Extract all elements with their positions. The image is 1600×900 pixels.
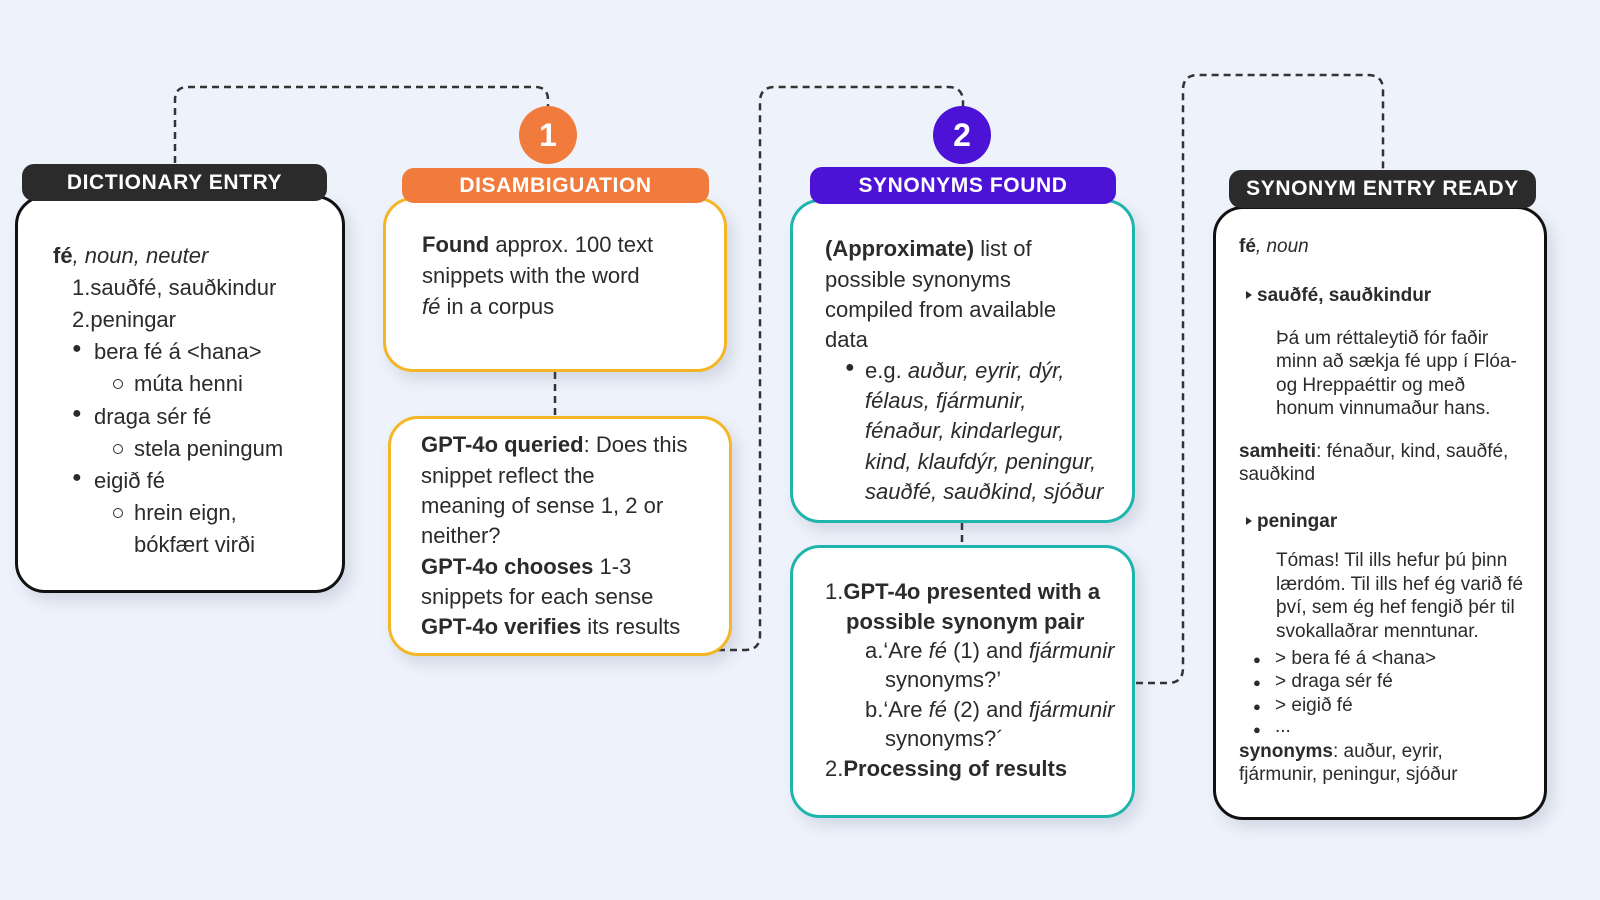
expand-triangle-icon: [1246, 517, 1252, 525]
entry-sense-1-label: sauðfé, sauðkindur: [1257, 285, 1432, 306]
disambiguation-header: DISAMBIGUATION: [402, 168, 709, 203]
disambiguation-choose-line-1: GPT-4o chooses 1-3: [421, 554, 632, 579]
synonyms-found-header: SYNONYMS FOUND: [810, 167, 1116, 204]
step-1-badge: 1: [519, 106, 577, 164]
entry-idiom-1: > bera fé á <hana>: [1275, 648, 1437, 669]
bullet-icon: ●: [1253, 722, 1261, 737]
synonyms-intro-line-3: compiled from available: [825, 297, 1057, 322]
entry-sense-2-label: peningar: [1257, 511, 1338, 532]
dictionary-idiom-1: bera fé á <hana>: [94, 339, 262, 364]
entry-samheiti-line-1: samheiti: fénaður, kind, sauðfé,: [1239, 441, 1509, 462]
process-step-1-line-1: 1.GPT-4o presented with a: [825, 579, 1101, 604]
bullet-icon: ●: [72, 340, 82, 357]
synonyms-example-line-3: fénaður, kindarlegur,: [865, 418, 1065, 443]
synonyms-example-line-5: sauðfé, sauðkind, sjóður: [865, 479, 1104, 504]
synonyms-example-line-1: e.g. auður, eyrir, dýr,: [865, 358, 1065, 383]
entry-sense-2-example-3: því, sem ég hef fengið þér til: [1276, 597, 1515, 618]
disambiguation-query-line-1: GPT-4o queried: Does this: [421, 432, 688, 457]
process-question-b: b.‘Are fé (2) and fjármunir: [865, 697, 1115, 722]
disambiguation-found-line-2: snippets with the word: [422, 263, 640, 288]
entry-sense-1-example-4: honum vinnumaður hans.: [1276, 398, 1491, 419]
sub-bullet-icon: [113, 444, 123, 454]
synonyms-example-line-2: félaus, fjármunir,: [865, 388, 1027, 413]
entry-samheiti-line-2: sauðkind: [1239, 464, 1316, 485]
bullet-icon: ●: [72, 405, 82, 422]
process-question-a-end: synonyms?’: [885, 667, 1002, 692]
synonyms-intro-line-4: data: [825, 327, 868, 352]
synonym-entry-header: SYNONYM ENTRY READY: [1229, 170, 1536, 208]
entry-idiom-3: > eigið fé: [1275, 695, 1353, 716]
dictionary-idiom-2-meaning: stela peningum: [134, 436, 284, 461]
sub-bullet-icon: [113, 379, 123, 389]
disambiguation-found-line-1: Found approx. 100 text: [422, 232, 654, 257]
disambiguation-query-line-2: snippet reflect the: [421, 463, 595, 488]
process-question-b-end: synonyms?´: [885, 726, 1004, 751]
synonyms-intro-line-1: (Approximate) list of: [825, 236, 1032, 261]
entry-sense-1-example-2: minn að sækja fé upp í Flóa-: [1276, 351, 1517, 372]
entry-idiom-4: ...: [1275, 716, 1291, 737]
process-step-2: 2.Processing of results: [825, 756, 1068, 781]
dictionary-idiom-1-meaning: múta henni: [134, 371, 243, 396]
bullet-icon: ●: [1253, 699, 1261, 714]
dictionary-entry-header: DICTIONARY ENTRY: [22, 164, 327, 201]
entry-idiom-2: > draga sér fé: [1275, 671, 1393, 692]
disambiguation-choose-line-2: snippets for each sense: [421, 584, 654, 609]
bullet-icon: ●: [1253, 652, 1261, 667]
dictionary-sense-1: 1.sauðfé, sauðkindur: [72, 275, 277, 300]
synonyms-intro-line-2: possible synonyms: [825, 267, 1011, 292]
bullet-icon: ●: [845, 359, 855, 376]
disambiguation-verify-line: GPT-4o verifies its results: [421, 614, 681, 639]
bullet-icon: ●: [1253, 675, 1261, 690]
dictionary-grammar: , noun, neuter: [72, 243, 209, 268]
entry-sense-1-example-1: Þá um réttaleytið fór faðir: [1276, 328, 1489, 349]
dictionary-idiom-3-meaning-1: hrein eign,: [134, 500, 237, 525]
dictionary-entry-box: [15, 195, 345, 593]
dictionary-headword-line: fé, noun, neuter: [53, 240, 208, 271]
dictionary-idiom-2: draga sér fé: [94, 404, 212, 429]
synonyms-list-box: [790, 199, 1135, 523]
entry-sense-2-example-2: lærdóm. Til ills hef ég varið fé: [1276, 574, 1524, 595]
expand-triangle-icon: [1246, 291, 1252, 299]
connector-dictionary-to-disambiguation: [173, 85, 550, 163]
connector-synonyms-to-entry: [1136, 73, 1385, 685]
disambiguation-found-line-3: fé in a corpus: [422, 294, 555, 319]
sub-bullet-icon: [113, 508, 123, 518]
entry-sense-1-example-3: og Hreppaéttir og með: [1276, 375, 1466, 396]
entry-sense-2-example-4: svokallaðrar menntunar.: [1276, 621, 1479, 642]
disambiguation-query-box: [388, 416, 732, 656]
synonyms-example-line-4: kind, klaufdýr, peningur,: [865, 449, 1097, 474]
dictionary-idiom-3: eigið fé: [94, 468, 165, 493]
synonym-entry-box: [1213, 206, 1547, 820]
bullet-icon: ●: [72, 469, 82, 486]
synonyms-process-box: [790, 545, 1135, 818]
entry-sense-2-example-1: Tómas! Til ills hefur þú þinn: [1276, 550, 1508, 571]
dictionary-idiom-3-meaning-2: bókfært virði: [134, 532, 256, 557]
dictionary-sense-2: 2.peningar: [72, 307, 176, 332]
process-step-1-line-2: possible synonym pair: [846, 609, 1085, 634]
dictionary-headword: fé: [53, 243, 73, 268]
entry-synonyms-line-2: fjármunir, peningur, sjóður: [1239, 764, 1458, 785]
process-question-a: a.‘Are fé (1) and fjármunir: [865, 638, 1115, 663]
connector-disambiguation-to-synonyms: [718, 85, 965, 652]
entry-synonyms-line-1: synonyms: auður, eyrir,: [1239, 741, 1443, 762]
disambiguation-query-line-4: neither?: [421, 523, 501, 548]
step-2-badge: 2: [933, 106, 991, 164]
disambiguation-query-line-3: meaning of sense 1, 2 or: [421, 493, 664, 518]
entry-headword-line: fé, noun: [1239, 236, 1309, 257]
